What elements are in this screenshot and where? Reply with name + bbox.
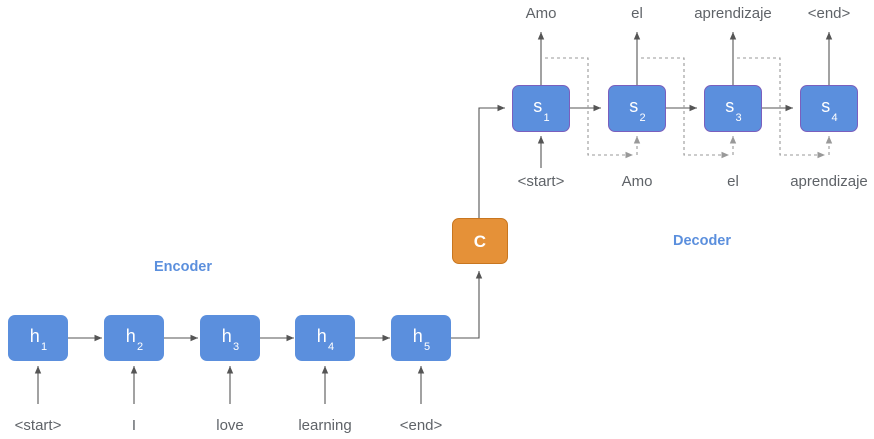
context-vector-node[interactable]: C [452, 218, 508, 264]
encoder-cell-h1-label: h1 [29, 325, 48, 354]
decoder-cell-s3[interactable]: s3 [704, 85, 762, 132]
encoder-section-label: Encoder [153, 259, 213, 275]
decoder-cell-s1[interactable]: s1 [512, 85, 570, 132]
encoder-cell-h3-label: h3 [221, 325, 240, 354]
decoder-cell-s4[interactable]: s4 [800, 85, 858, 132]
decoder-cell-s3-label: s3 [725, 96, 742, 124]
encoder-to-context-link [451, 271, 483, 339]
decoder-output-token-1: Amo [525, 5, 557, 22]
context-vector-label: C [473, 231, 487, 251]
decoder-cell-s2[interactable]: s2 [608, 85, 666, 132]
context-to-decoder-link [478, 104, 505, 218]
encoder-cell-h4[interactable]: h4 [295, 315, 355, 361]
decoder-output-token-4: <end> [807, 5, 851, 22]
decoder-feedback-links [545, 57, 825, 159]
decoder-input-token-2: Amo [621, 173, 653, 190]
encoder-input-token-3: love [216, 417, 244, 434]
encoder-cell-h5[interactable]: h5 [391, 315, 451, 361]
encoder-cell-h2[interactable]: h2 [104, 315, 164, 361]
decoder-input-token-4: aprendizaje [790, 173, 868, 190]
encoder-input-token-1: <start> [14, 417, 62, 434]
encoder-cell-h2-label: h2 [125, 325, 144, 354]
decoder-cell-s2-label: s2 [629, 96, 646, 124]
encoder-cell-h3[interactable]: h3 [200, 315, 260, 361]
decoder-output-arrows [537, 32, 833, 85]
decoder-input-token-1: <start> [517, 173, 565, 190]
encoder-cell-h4-label: h4 [316, 325, 335, 354]
decoder-output-token-2: el [631, 5, 643, 22]
encoder-input-token-5: <end> [399, 417, 443, 434]
decoder-cell-s1-label: s1 [533, 96, 550, 124]
decoder-input-token-3: el [727, 173, 739, 190]
encoder-input-token-2: I [131, 417, 137, 434]
decoder-output-token-3: aprendizaje [694, 5, 772, 22]
encoder-input-token-4: learning [298, 417, 352, 434]
decoder-cell-s4-label: s4 [821, 96, 838, 124]
encoder-cell-h5-label: h5 [412, 325, 431, 354]
decoder-feedback-input-stubs [633, 136, 833, 155]
encoder-cell-h1[interactable]: h1 [8, 315, 68, 361]
encoder-input-arrows [34, 366, 425, 404]
decoder-section-label: Decoder [672, 233, 732, 249]
